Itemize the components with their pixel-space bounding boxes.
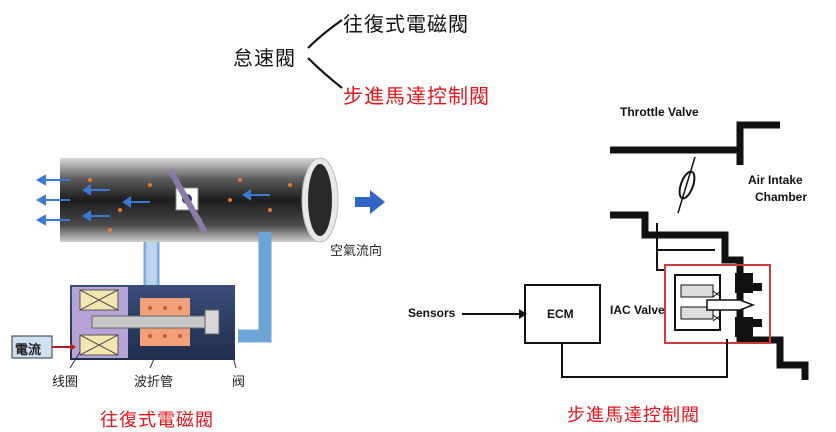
throttle-body-top bbox=[610, 121, 780, 154]
throttle-body-bottom bbox=[610, 211, 809, 380]
bypass-pipe-right bbox=[238, 232, 272, 343]
tree-root-label: 怠速閥 bbox=[233, 46, 296, 70]
air-intake-chamber-label-2: Chamber bbox=[755, 190, 808, 204]
sensors-label: Sensors bbox=[408, 306, 456, 320]
tree-branch-stepper-motor-valve: 步進馬達控制閥 bbox=[343, 84, 490, 108]
ecm-label: ECM bbox=[547, 307, 574, 321]
tree-connector-lines bbox=[307, 19, 343, 89]
pintle bbox=[706, 299, 756, 311]
tree-diagram: 怠速閥 往復式電磁閥 步進馬達控制閥 bbox=[0, 0, 836, 110]
bellows-label: 波折管 bbox=[134, 375, 174, 390]
iac-valve-diagram: Throttle Valve Air Intake Chamber Sensor… bbox=[395, 95, 836, 431]
valve-label: 阀 bbox=[232, 375, 246, 390]
throttle-valve-label: Throttle Valve bbox=[620, 105, 699, 119]
iac-valve-illustration bbox=[462, 121, 809, 380]
air-intake-chamber-label-1: Air Intake bbox=[748, 173, 803, 187]
incoming-air-arrow bbox=[355, 190, 385, 214]
iac-valve-label: IAC Valve bbox=[610, 303, 665, 317]
iac-highlight-box bbox=[664, 264, 771, 344]
right-diagram-caption: 步進馬達控制閥 bbox=[567, 405, 700, 426]
solenoid-valve-diagram: 空氣流向 電流 线圈 波折管 阀 往復式電磁閥 bbox=[0, 140, 420, 431]
plunger-rod bbox=[91, 315, 218, 329]
coil-label: 线圈 bbox=[52, 375, 79, 390]
ecm-to-iac-wire bbox=[561, 339, 728, 378]
valve-head bbox=[204, 309, 220, 335]
exit-flow-arrows bbox=[35, 174, 70, 226]
air-flow-direction-label: 空氣流向 bbox=[330, 244, 383, 259]
sensors-to-ecm-arrow bbox=[519, 309, 527, 319]
tube-flow-arrows bbox=[82, 184, 270, 222]
current-label: 電流 bbox=[15, 343, 42, 358]
solenoid-valve-illustration bbox=[11, 157, 385, 369]
tree-branch-reciprocating-solenoid: 往復式電磁閥 bbox=[343, 12, 469, 36]
left-diagram-caption: 往復式電磁閥 bbox=[100, 410, 214, 431]
